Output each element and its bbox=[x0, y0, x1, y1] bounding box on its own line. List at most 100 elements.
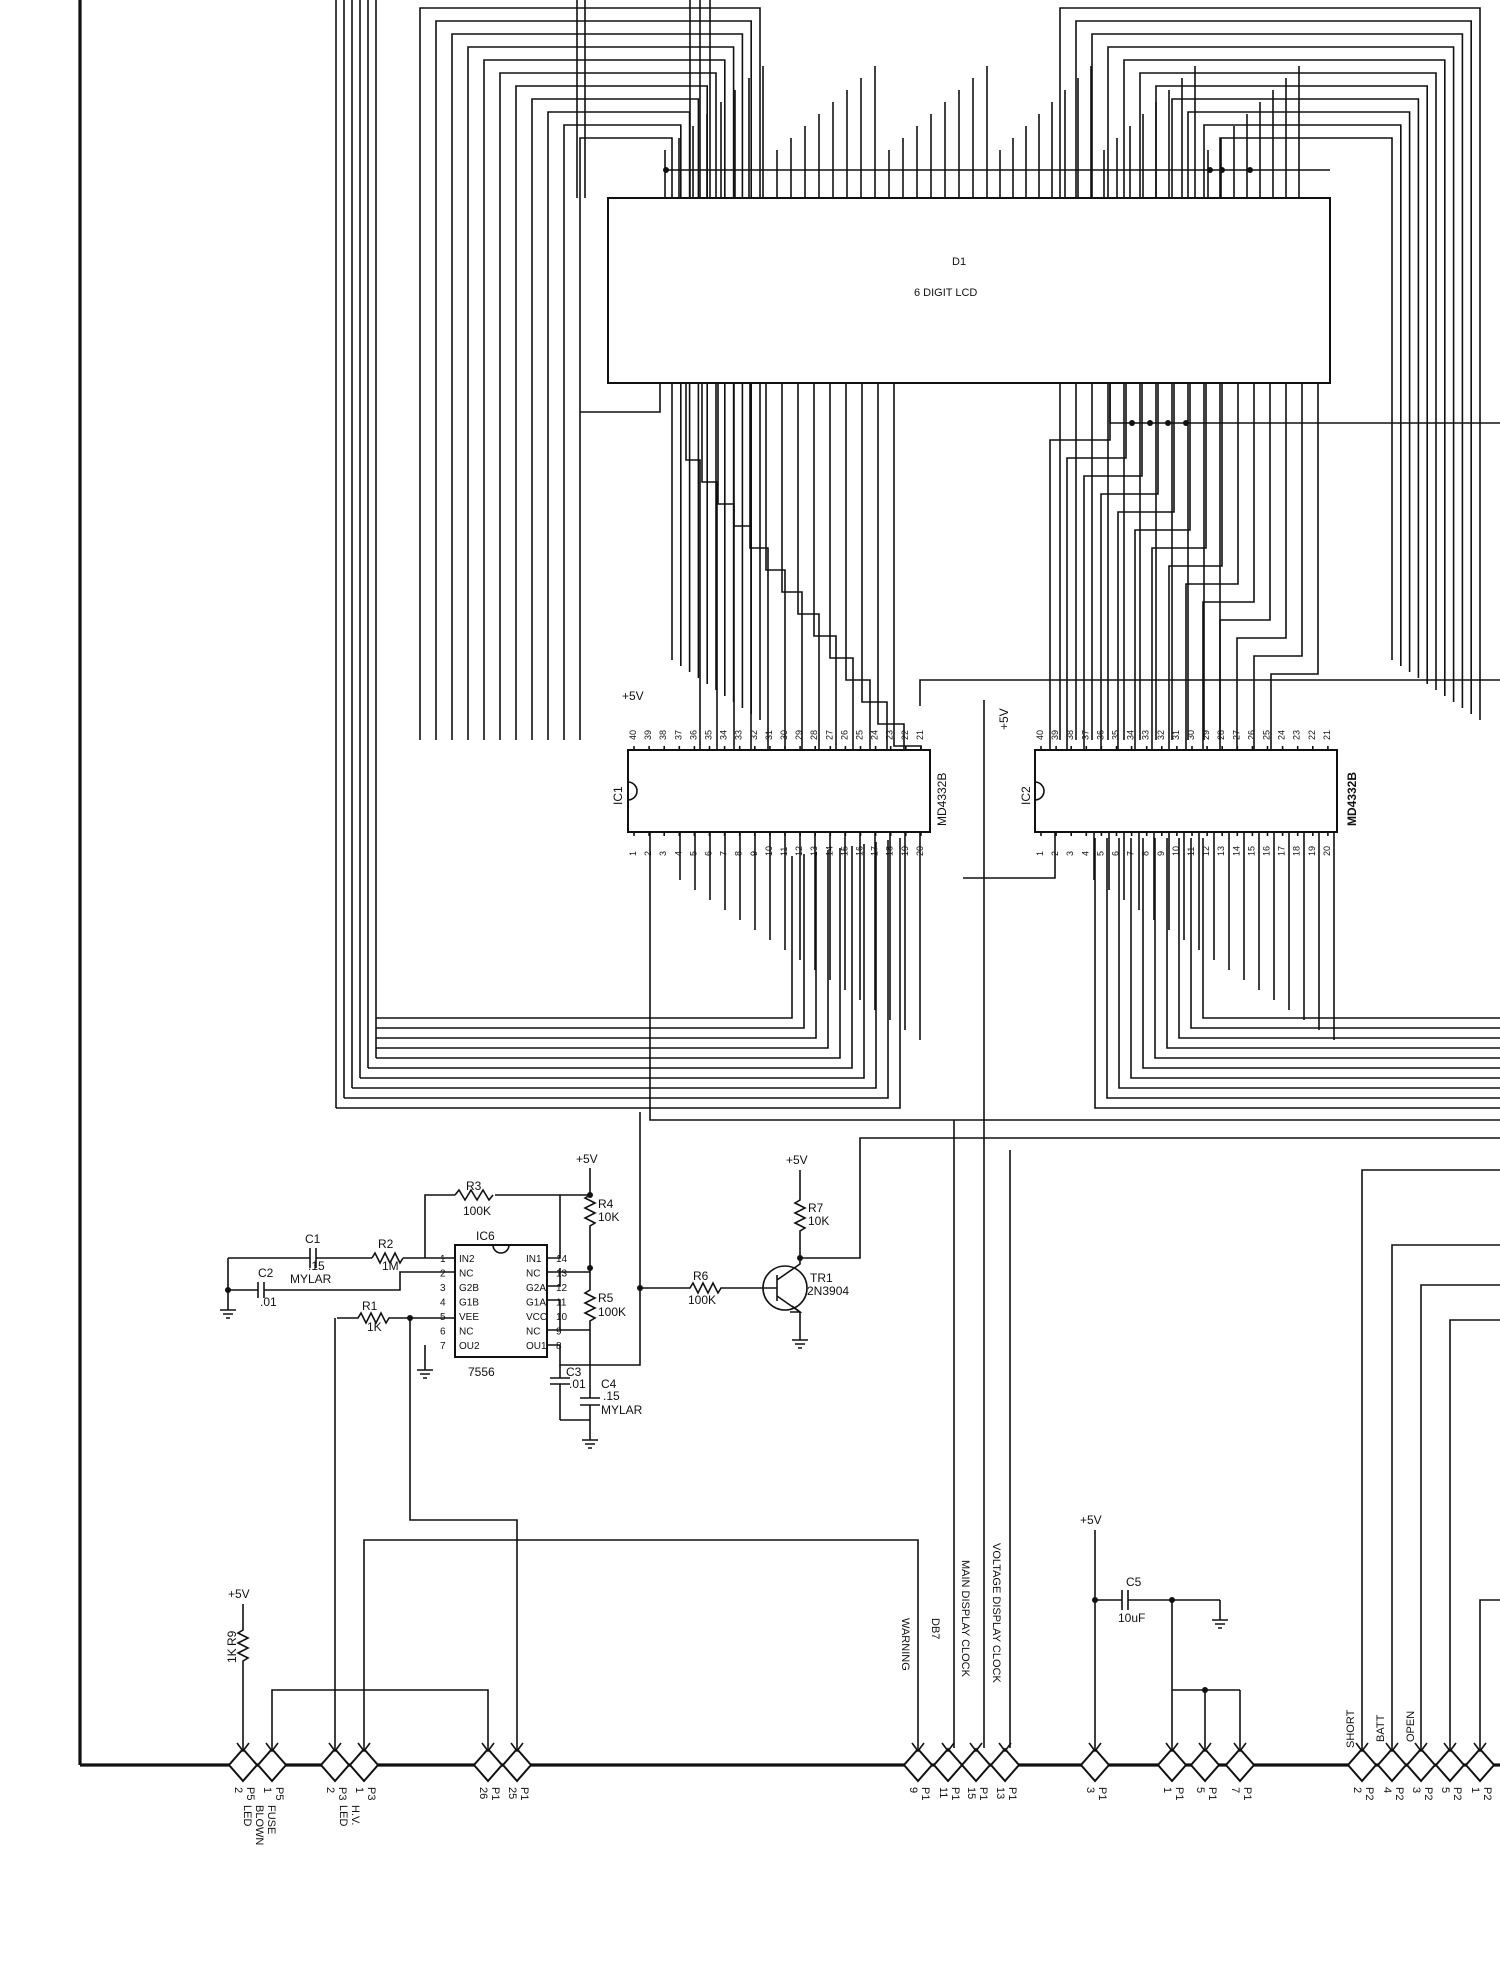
r4-resistor bbox=[583, 1194, 597, 1268]
ic2-top-pin-32: 32 bbox=[1156, 730, 1166, 740]
ic6-right-label-14: IN1 bbox=[526, 1254, 542, 1265]
signal-main-clock: MAIN DISPLAY CLOCK bbox=[959, 1560, 971, 1678]
ic6-left-label-7: OU2 bbox=[459, 1341, 480, 1352]
hv-led-wire-b bbox=[363, 1539, 919, 1748]
short-wire bbox=[1361, 1169, 1500, 1748]
lower-right-loop-wire-0 bbox=[1094, 838, 1500, 1109]
ic2-top-pin-35: 35 bbox=[1111, 730, 1121, 740]
lcd-ic2-wire-2 bbox=[1083, 383, 1143, 750]
c5-ref: C5 bbox=[1126, 1575, 1142, 1589]
connector-pin-P3-1: 1 bbox=[353, 1787, 365, 1793]
lcd-ic1-wire-1 bbox=[701, 383, 718, 750]
c4-type: MYLAR bbox=[601, 1403, 643, 1417]
ic6-left-pin-2: 2 bbox=[440, 1269, 446, 1280]
r2-value: 1M bbox=[382, 1259, 399, 1273]
ic1-top-pin-38: 38 bbox=[658, 730, 668, 740]
ic2-bottom-pin-14: 14 bbox=[1231, 846, 1241, 856]
ic1-bottom-pin-11: 11 bbox=[779, 847, 789, 856]
connector-pin-P3-2: 2 bbox=[324, 1787, 336, 1793]
plus5-r9: +5V bbox=[228, 1587, 250, 1601]
top-right-bracket-wire-3 bbox=[1107, 46, 1455, 740]
connector-arrow-P1-26 bbox=[481, 1742, 495, 1753]
connector-P2-4 bbox=[1376, 1747, 1408, 1783]
lower-right-loop-wire-9 bbox=[1202, 838, 1500, 1019]
ic6-ground bbox=[417, 1345, 433, 1379]
c2-ground bbox=[220, 1290, 236, 1319]
r1-resistor bbox=[337, 1311, 455, 1325]
ic2-bottom-pin-17: 17 bbox=[1277, 846, 1287, 856]
r6-ref: R6 bbox=[693, 1269, 709, 1283]
ic2-bottom-pin-12: 12 bbox=[1201, 846, 1211, 856]
connector-pin-P1-13: 13 bbox=[994, 1787, 1006, 1799]
ic1-bottom-pin-3: 3 bbox=[658, 851, 668, 856]
c5-wires bbox=[1094, 1530, 1241, 1748]
ic1-top-pin-39: 39 bbox=[643, 730, 653, 740]
top-left-bracket-wire-4 bbox=[483, 59, 726, 740]
lower-left-loop-wire-6 bbox=[376, 850, 829, 1049]
connector-arrow-P1-13 bbox=[998, 1742, 1012, 1753]
top-right-bracket-wire-5 bbox=[1139, 72, 1437, 740]
ic6-right-label-12: G2A bbox=[526, 1283, 546, 1294]
junction-c5-b bbox=[1169, 1597, 1175, 1603]
lower-left-loop-wire-1 bbox=[344, 840, 889, 1099]
connector-label-P2-3: P2 bbox=[1422, 1787, 1434, 1800]
ic6-left-label-1: IN2 bbox=[459, 1254, 475, 1265]
r1-value: 1K bbox=[367, 1320, 382, 1334]
ic1-bottom-pin-13: 13 bbox=[809, 846, 819, 856]
hv-led-label-2: LED bbox=[337, 1805, 349, 1826]
junction-lcd-1 bbox=[1207, 167, 1213, 173]
connector-P1-7 bbox=[1224, 1747, 1256, 1783]
ic2-bottom-pin-2: 2 bbox=[1050, 851, 1060, 856]
lcd-ic2-wire-4 bbox=[1117, 383, 1175, 750]
c2-ref: C2 bbox=[258, 1266, 274, 1280]
connector-pin-P1-9: 9 bbox=[907, 1787, 919, 1793]
lower-right-loop-wire-4 bbox=[1142, 838, 1500, 1069]
lower-right-loop-wire-7 bbox=[1178, 838, 1500, 1039]
connector-arrow-P1-1 bbox=[1165, 1742, 1179, 1753]
connector-label-P1-5: P1 bbox=[1206, 1787, 1218, 1800]
ic-link-wire bbox=[919, 679, 1500, 706]
ic2-top-pin-37: 37 bbox=[1080, 730, 1090, 740]
ic1-top-pin-25: 25 bbox=[855, 730, 865, 740]
c4-capacitor bbox=[560, 1365, 600, 1449]
connector-label-P3-2: P3 bbox=[336, 1787, 348, 1800]
tr1-part: 2N3904 bbox=[807, 1284, 849, 1298]
lower-left-loop-wire-9 bbox=[376, 856, 793, 1019]
connector-pin-P1-11: 11 bbox=[937, 1787, 949, 1798]
ic2-bottom-pin-18: 18 bbox=[1292, 846, 1302, 856]
top-left-bracket-wire-9 bbox=[563, 124, 682, 740]
top-right-bracket-wire-7 bbox=[1171, 98, 1420, 740]
connector-P1-13 bbox=[989, 1747, 1021, 1783]
connector-arrow-P1-9 bbox=[911, 1742, 925, 1753]
p1-25-wire bbox=[409, 1318, 518, 1748]
junction-lcd-0 bbox=[663, 167, 669, 173]
ic6-right-label-11: G1A bbox=[526, 1298, 546, 1309]
ic2-top-pin-38: 38 bbox=[1065, 730, 1075, 740]
connector-pin-P1-3: 3 bbox=[1084, 1787, 1096, 1793]
ic2-top-pin-25: 25 bbox=[1262, 730, 1272, 740]
connector-label-P1-7: P1 bbox=[1241, 1787, 1253, 1800]
connector-arrow-P2-2 bbox=[1355, 1742, 1369, 1753]
lcd-ic1-wire-10 bbox=[845, 383, 871, 750]
ic2-top-pin-28: 28 bbox=[1216, 730, 1226, 740]
ic1-ref-label: IC1 bbox=[611, 786, 625, 805]
plus5-ic6: +5V bbox=[576, 1152, 598, 1166]
c1-ref: C1 bbox=[305, 1232, 321, 1246]
junction-lcd-7 bbox=[1183, 420, 1189, 426]
ic6-left-pin-7: 7 bbox=[440, 1341, 446, 1352]
lcd-ic2-wire-10 bbox=[1219, 383, 1271, 750]
ic1-bottom-pin-6: 6 bbox=[704, 851, 714, 856]
junction-lcd-2 bbox=[1219, 167, 1225, 173]
ic2-top-pin-21: 21 bbox=[1322, 730, 1332, 740]
ic2-bottom-pin-15: 15 bbox=[1246, 846, 1256, 856]
ic6-right-label-9: NC bbox=[526, 1327, 540, 1338]
signal-open: OPEN bbox=[1405, 1711, 1417, 1742]
lcd-ic1-wire-4 bbox=[749, 383, 769, 750]
top-left-bracket-wire-10 bbox=[579, 137, 673, 740]
connector-P1-25 bbox=[501, 1747, 533, 1783]
fuse-led-label-3: LED bbox=[241, 1805, 253, 1826]
ic6-notch bbox=[492, 1244, 510, 1254]
junction-c2 bbox=[225, 1287, 231, 1293]
lcd-ic1-wire-0 bbox=[685, 383, 701, 750]
